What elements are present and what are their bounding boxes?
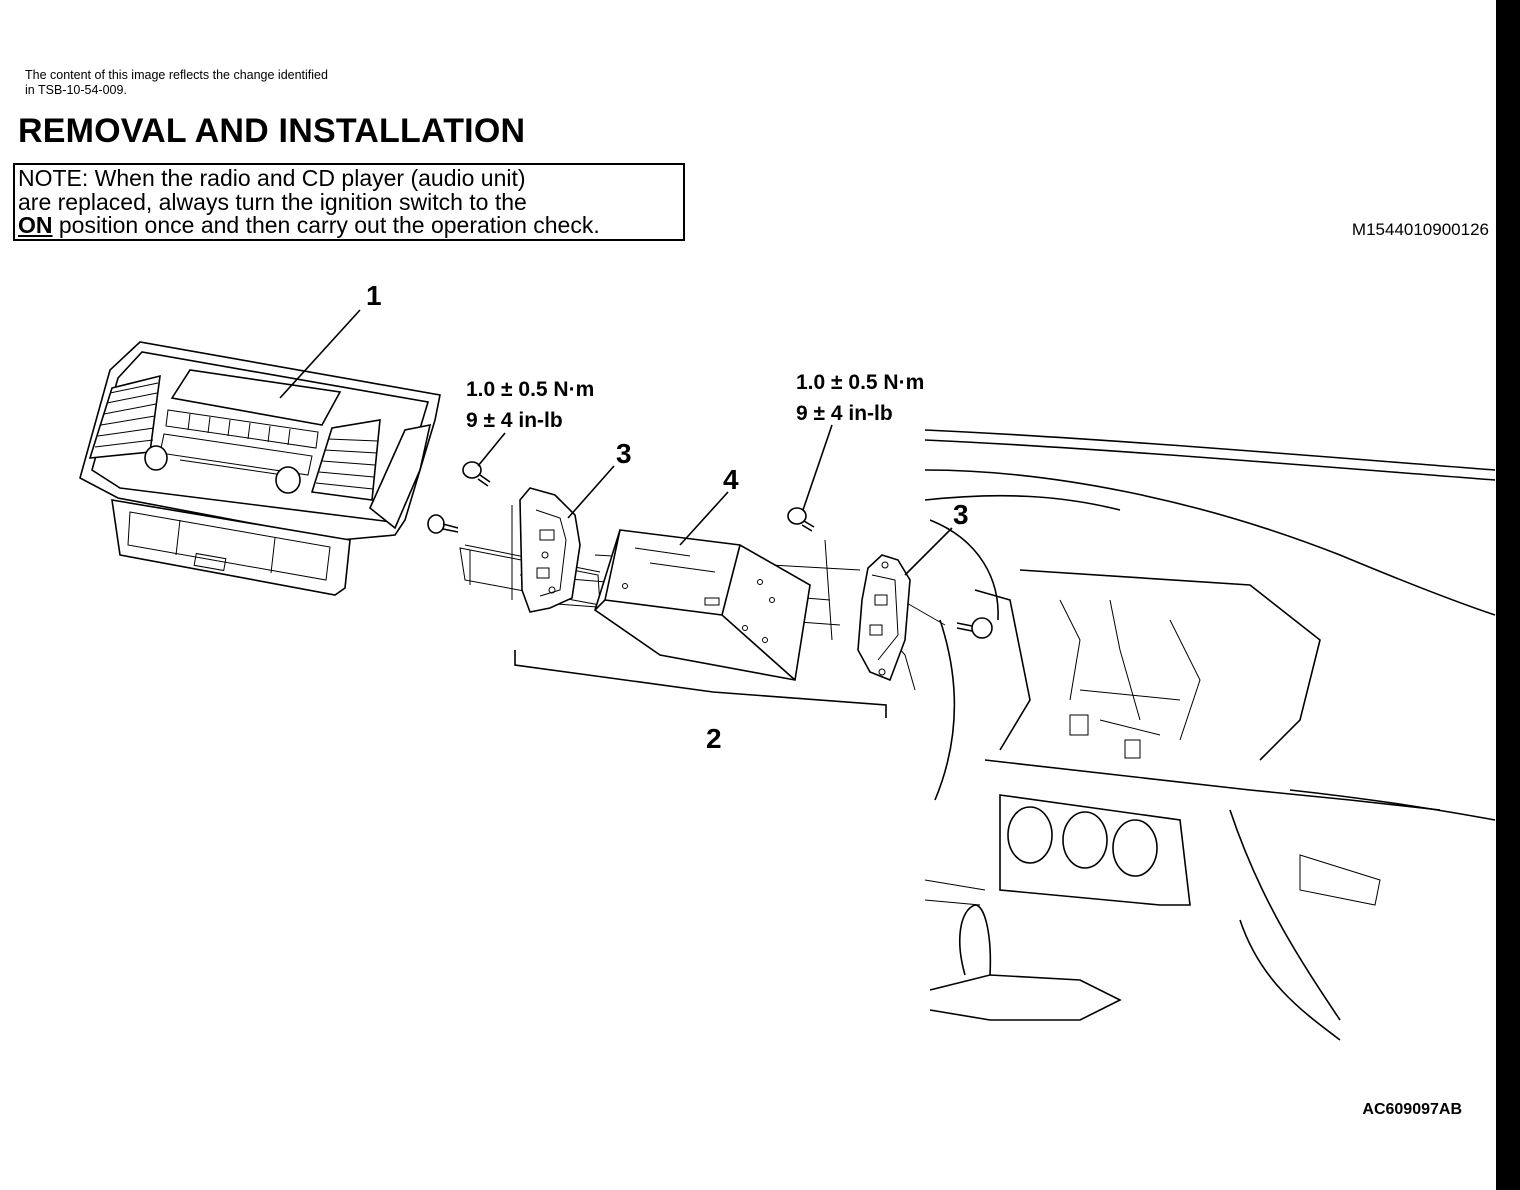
left-bracket <box>519 487 581 613</box>
right-knob <box>275 466 301 494</box>
center-vent-dial-3 <box>1112 819 1158 877</box>
note-line-3: ON position once and then carry out the … <box>18 212 683 238</box>
torque-right-imperial: 9 ± 4 in-lb <box>796 402 893 425</box>
figure-code: AC609097AB <box>1362 1101 1462 1118</box>
center-panel-assembly <box>79 341 441 596</box>
climate-control-panel <box>111 499 351 596</box>
tsb-change-note: The content of this image reflects the c… <box>25 68 328 98</box>
torque-left-metric: 1.0 ± 0.5 N·m <box>466 378 594 401</box>
left-knob <box>144 445 168 471</box>
note-box: NOTE: When the radio and CD player (audi… <box>13 163 685 241</box>
page-edge-bar <box>1496 0 1520 1190</box>
center-vent-dial-2 <box>1062 811 1108 869</box>
center-vent-dial-1 <box>1007 806 1053 864</box>
tsb-note-line-2: in TSB-10-54-009. <box>25 83 127 97</box>
screw-right-upper <box>787 507 815 532</box>
torque-right-metric: 1.0 ± 0.5 N·m <box>796 371 924 394</box>
note-on-keyword: ON <box>18 212 53 238</box>
document-code: M1544010900126 <box>1351 220 1489 239</box>
callout-bracket-2 <box>514 650 887 718</box>
screw-left-upper <box>462 461 491 487</box>
leader-lines <box>279 309 953 576</box>
screw-right-lower <box>956 617 993 639</box>
left-air-vent <box>88 374 161 459</box>
callout-1: 1 <box>366 280 382 311</box>
callout-2: 2 <box>706 723 722 754</box>
note-line-3-rest: position once and then carry out the ope… <box>52 212 600 238</box>
page-title: REMOVAL AND INSTALLATION <box>18 112 526 150</box>
callout-3-left: 3 <box>616 438 632 469</box>
dashboard-installation-view <box>924 429 1496 1041</box>
note-line-1: NOTE: When the radio and CD player (audi… <box>18 165 526 191</box>
callout-4: 4 <box>723 464 739 495</box>
note-line-2: are replaced, always turn the ignition s… <box>18 188 527 215</box>
screw-left-lower <box>427 514 459 534</box>
audio-display-window <box>170 369 342 426</box>
callout-3-right: 3 <box>953 499 969 530</box>
tsb-note-line-1: The content of this image reflects the c… <box>25 68 328 82</box>
audio-unit-box <box>594 529 811 681</box>
right-bracket <box>857 554 911 682</box>
torque-left-imperial: 9 ± 4 in-lb <box>466 409 563 432</box>
